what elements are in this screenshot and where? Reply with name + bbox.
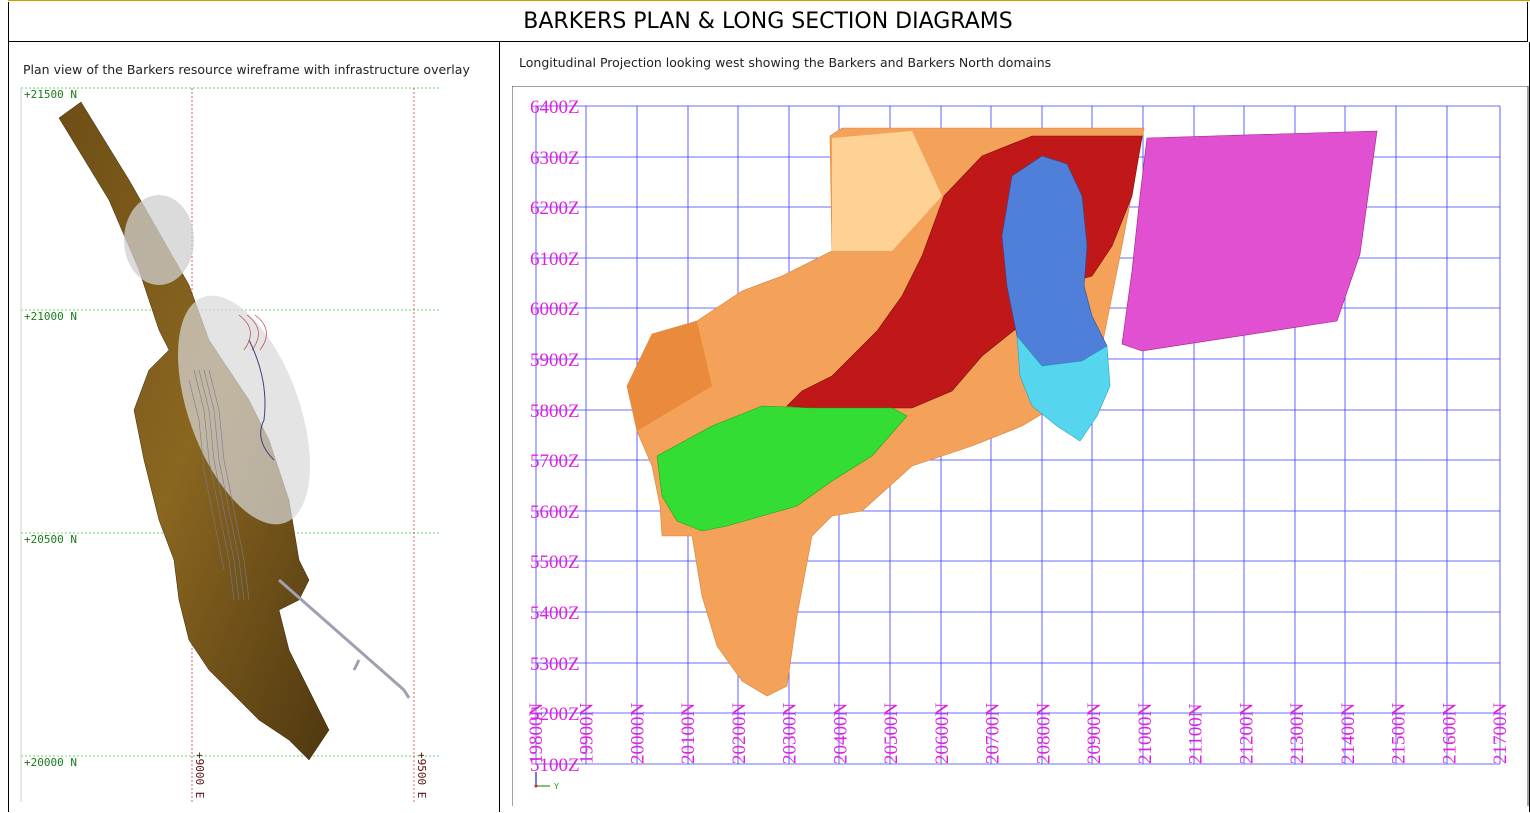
axis-triad-icon: Y xyxy=(534,772,559,791)
stope-shell-main xyxy=(178,295,310,525)
n-label: 21000N xyxy=(1135,703,1156,765)
n-label: 20200N xyxy=(729,703,750,765)
northing-label-21500: +21500 N xyxy=(24,88,77,101)
n-label: 20100N xyxy=(678,703,699,765)
barkers-green-domain xyxy=(656,405,908,532)
barkers-north-magenta-domain xyxy=(1121,130,1378,352)
decline-infrastructure xyxy=(278,578,405,692)
n-label: 20600N xyxy=(932,703,953,765)
z-label: 5400Z xyxy=(530,603,580,624)
easting-label-9000: +9000 E xyxy=(193,752,206,798)
plan-caption: Plan view of the Barkers resource wirefr… xyxy=(23,62,470,77)
n-label: 21500N xyxy=(1389,703,1410,765)
n-label: 21200N xyxy=(1236,703,1257,765)
long-section-image: 6400Z 6300Z 6200Z 6100Z 6000Z 5900Z 5800… xyxy=(512,86,1529,806)
page-frame xyxy=(8,0,1530,813)
n-label: 20000N xyxy=(627,703,648,765)
section-panel: Longitudinal Projection looking west sho… xyxy=(500,42,1530,812)
n-label: 21400N xyxy=(1338,703,1359,765)
n-label: 20700N xyxy=(983,703,1004,765)
page-title: BARKERS PLAN & LONG SECTION DIAGRAMS xyxy=(8,2,1528,42)
z-label: 5900Z xyxy=(530,350,580,371)
n-label: 19800N xyxy=(526,703,547,765)
stope-shell-north xyxy=(124,195,194,285)
z-label: 6200Z xyxy=(530,198,580,219)
northing-label-20000: +20000 N xyxy=(24,756,77,769)
z-label: 6100Z xyxy=(530,249,580,270)
z-label: 6300Z xyxy=(530,148,580,169)
section-caption: Longitudinal Projection looking west sho… xyxy=(519,55,1052,70)
z-label: 5700Z xyxy=(530,451,580,472)
n-label: 21600N xyxy=(1439,703,1460,765)
plan-view-image: +21500 N +21000 N +20500 N +20000 N +900… xyxy=(20,87,439,802)
plan-panel: Plan view of the Barkers resource wirefr… xyxy=(8,42,500,812)
northing-label-21000: +21000 N xyxy=(24,310,77,323)
n-label: 20300N xyxy=(780,703,801,765)
z-label: 5200Z xyxy=(530,704,580,725)
n-label: 21300N xyxy=(1287,703,1308,765)
n-label: 21700N xyxy=(1490,703,1511,765)
z-label: 5100Z xyxy=(530,755,580,776)
z-label: 5300Z xyxy=(530,654,580,675)
barkers-cyan-domain xyxy=(1016,335,1111,442)
z-label: 6400Z xyxy=(530,97,580,118)
n-label: 19900N xyxy=(577,703,598,765)
n-label: 21100N xyxy=(1186,703,1207,764)
n-label: 20900N xyxy=(1084,703,1105,765)
n-label: 20800N xyxy=(1033,703,1054,765)
z-label: 5500Z xyxy=(530,552,580,573)
z-label: 5800Z xyxy=(530,401,580,422)
easting-label-9500: +9500 E xyxy=(415,752,428,798)
z-label: 6000Z xyxy=(530,299,580,320)
z-label: 5600Z xyxy=(530,502,580,523)
n-label: 20400N xyxy=(830,703,851,765)
northing-label-20500: +20500 N xyxy=(24,533,77,546)
n-label: 20500N xyxy=(881,703,902,765)
barkers-blue-domain xyxy=(1001,155,1108,367)
svg-text:Y: Y xyxy=(553,782,559,791)
